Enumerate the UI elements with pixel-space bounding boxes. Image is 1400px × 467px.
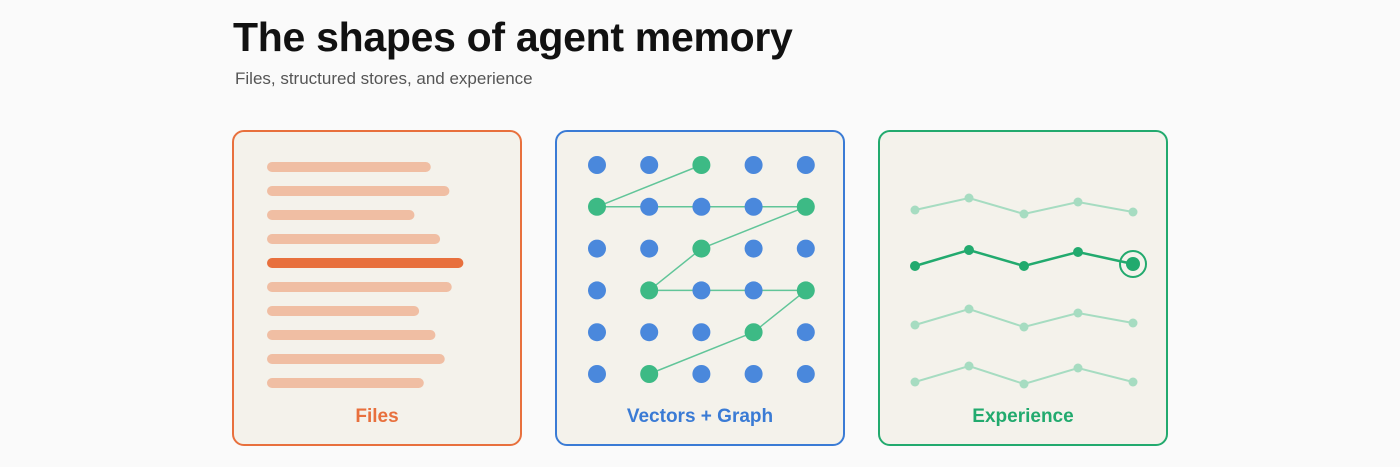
trace-point bbox=[1128, 377, 1138, 387]
vector-node bbox=[796, 239, 815, 258]
trace-point bbox=[910, 377, 920, 387]
trace-point bbox=[1128, 318, 1138, 328]
vector-node bbox=[588, 365, 606, 383]
graph-edge bbox=[701, 206, 807, 250]
trace-point bbox=[1019, 209, 1029, 219]
vector-node bbox=[744, 197, 763, 216]
files-card: Files bbox=[232, 130, 522, 446]
experience-illustration bbox=[910, 193, 1147, 389]
current-state-dot bbox=[1126, 257, 1140, 271]
vector-node bbox=[796, 156, 815, 174]
trace-point bbox=[1073, 197, 1083, 207]
active-trace-point bbox=[1019, 261, 1029, 271]
files-card-label: Files bbox=[355, 406, 399, 427]
experience-card-label: Experience bbox=[972, 406, 1074, 427]
vector-node bbox=[692, 197, 711, 216]
graph-node bbox=[692, 156, 711, 174]
vector-node bbox=[640, 156, 659, 174]
vector-node bbox=[744, 365, 763, 383]
vectors-graph-card: Vectors + Graph bbox=[555, 130, 845, 446]
graph-node bbox=[796, 197, 815, 216]
graph-node bbox=[588, 197, 606, 216]
active-trace-point bbox=[964, 245, 974, 255]
vector-node bbox=[744, 156, 763, 174]
trace-point bbox=[910, 320, 920, 330]
graph-edge bbox=[648, 331, 754, 375]
trace-point bbox=[1073, 363, 1083, 373]
graph-node bbox=[692, 239, 711, 258]
experience-card: Experience bbox=[878, 130, 1168, 446]
page-subtitle: Files, structured stores, and experience bbox=[235, 69, 533, 88]
vector-node bbox=[640, 323, 659, 342]
graph-node bbox=[640, 365, 659, 383]
vector-node bbox=[588, 281, 606, 300]
vector-node bbox=[692, 365, 711, 383]
current-state-ring bbox=[1119, 250, 1147, 278]
vector-node bbox=[640, 239, 659, 258]
vector-node bbox=[640, 197, 659, 216]
active-trace-point bbox=[910, 261, 920, 271]
active-trace-point bbox=[1073, 247, 1083, 257]
vector-node bbox=[692, 281, 711, 300]
vectors-graph-card-label: Vectors + Graph bbox=[626, 406, 774, 427]
trace-point bbox=[964, 304, 974, 314]
vector-node bbox=[588, 323, 606, 342]
page-title: The shapes of agent memory bbox=[233, 14, 793, 60]
vector-node bbox=[588, 156, 606, 174]
vectors-graph-illustration bbox=[588, 156, 815, 383]
vector-node bbox=[744, 281, 763, 300]
graph-edge bbox=[596, 164, 702, 208]
graph-node bbox=[796, 281, 815, 300]
graph-node bbox=[744, 323, 763, 342]
trace-point bbox=[964, 193, 974, 203]
graph-edge bbox=[648, 248, 702, 291]
vector-node bbox=[796, 365, 815, 383]
files-illustration bbox=[267, 162, 464, 388]
vector-node bbox=[744, 239, 763, 258]
vector-node bbox=[588, 239, 606, 258]
vector-node bbox=[796, 323, 815, 342]
trace-point bbox=[1128, 207, 1138, 217]
trace-point bbox=[1019, 322, 1029, 332]
trace-point bbox=[910, 205, 920, 215]
vector-node bbox=[692, 323, 711, 342]
trace-point bbox=[964, 361, 974, 371]
graph-node bbox=[640, 281, 659, 300]
trace-point bbox=[1073, 308, 1083, 318]
trace-point bbox=[1019, 379, 1029, 389]
graph-edge bbox=[753, 289, 807, 333]
